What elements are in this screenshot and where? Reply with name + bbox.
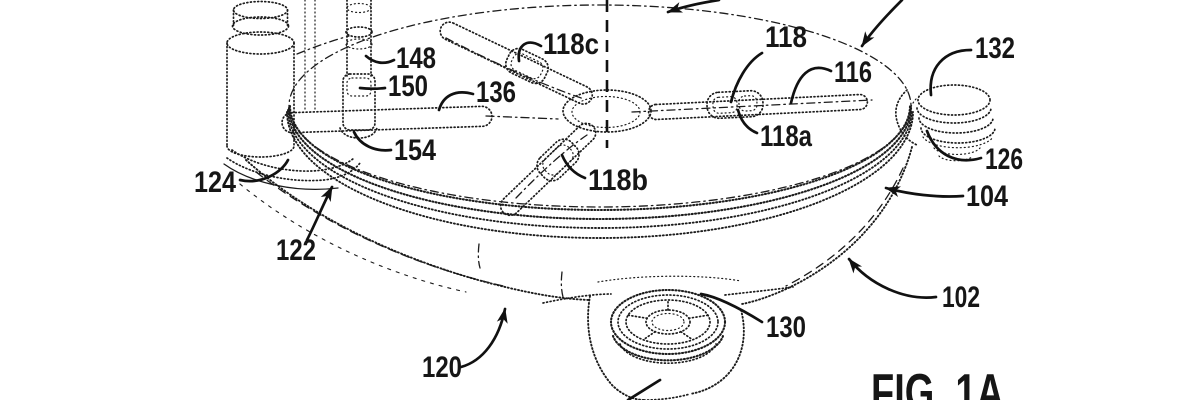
arm-118c — [439, 21, 594, 105]
leader-102 — [847, 257, 938, 299]
ref-label-136: 136 — [476, 76, 516, 109]
leader-118a — [736, 108, 759, 135]
canister-124 — [223, 0, 361, 190]
ref-label-130: 130 — [766, 311, 806, 344]
dial-spokes — [627, 299, 709, 341]
leader-148 — [364, 54, 396, 65]
ref-label-102: 102 — [942, 281, 980, 314]
figure-caption: FIG. 1A — [871, 364, 1004, 400]
ref-label-104: 104 — [966, 180, 1008, 213]
rod-148-block-150 — [339, 0, 378, 139]
leader-lines — [238, 0, 983, 400]
leader-104 — [884, 186, 965, 198]
main-disc — [286, 0, 914, 239]
ref-label-148: 148 — [396, 42, 436, 75]
leader-150 — [358, 86, 387, 91]
ref-label-154: 154 — [394, 134, 436, 167]
ref-label-122: 122 — [276, 234, 316, 267]
leader-132 — [929, 48, 973, 97]
leader-130 — [699, 292, 764, 324]
leader-124 — [238, 158, 290, 183]
ref-label-124: 124 — [194, 166, 236, 199]
ref-label-116: 116 — [834, 56, 872, 89]
leader-118b — [560, 153, 587, 180]
leader-120 — [459, 307, 508, 369]
leader-cropped-bottom — [626, 378, 662, 400]
leader-from-above-center — [666, 0, 721, 14]
ref-label-120: 120 — [422, 351, 462, 384]
reference-labels: 148 150 136 154 124 122 120 118c 118b 11… — [194, 21, 1023, 384]
leader-154 — [352, 130, 393, 152]
side-knob-132 — [895, 84, 996, 162]
ref-label-150: 150 — [388, 70, 428, 103]
arm-118b — [499, 122, 597, 217]
leader-122 — [305, 185, 334, 242]
body-skirt-102 — [239, 146, 913, 305]
leader-from-above-right — [860, 0, 904, 48]
arm-118-118a — [631, 89, 873, 121]
pod-dial-130 — [587, 288, 745, 400]
ref-label-118a: 118a — [760, 120, 812, 153]
leader-126 — [925, 129, 983, 162]
leader-116 — [789, 66, 833, 105]
ref-label-126: 126 — [985, 143, 1023, 176]
ref-label-118: 118 — [765, 21, 807, 54]
device-line-art — [223, 0, 996, 400]
ref-label-118b: 118b — [588, 164, 648, 197]
ref-label-132: 132 — [975, 32, 1015, 65]
leader-136 — [437, 91, 475, 112]
ref-label-118c: 118c — [543, 28, 599, 61]
leader-118 — [729, 51, 764, 104]
leader-118c — [517, 41, 543, 63]
arm-136 — [281, 105, 559, 134]
